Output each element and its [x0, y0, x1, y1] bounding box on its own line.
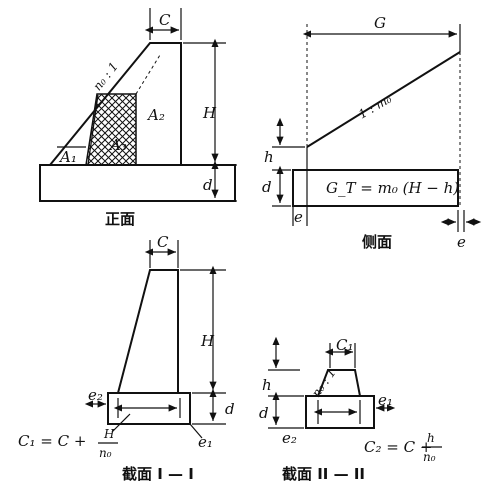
- side-view: G 1 : m₀ h d e e G_T = m₀ (H − h) 侧面: [262, 14, 482, 251]
- section2-view: C₁ n₀ : 1 h d e₁ e₂ C₂ = C + h n₀ 截面 II …: [259, 336, 442, 483]
- side-base: [292, 169, 459, 207]
- front-h-label: H: [202, 104, 217, 122]
- front-view: C H d n₀ : 1 A₁ A₂ A₃ 正面: [39, 8, 237, 228]
- front-a1-label: A₁: [58, 148, 77, 166]
- side-formula: G_T = m₀ (H − h): [326, 179, 459, 197]
- section1-body: [117, 269, 179, 394]
- section2-c1-label: C₁: [336, 336, 354, 354]
- side-e-right-label: e: [457, 233, 466, 251]
- section2-formula-lhs: C₂ = C +: [364, 438, 432, 456]
- section1-view: C H d e₂ e₁ C₁ = C + H n₀ 截面 I — I: [18, 233, 235, 483]
- front-slope-label: n₀ : 1: [90, 60, 121, 94]
- section2-d-label: d: [259, 404, 269, 422]
- section2-e2-label: e₂: [282, 429, 297, 447]
- section1-formula-leader: [111, 413, 131, 433]
- front-a2-label: A₂: [146, 106, 165, 124]
- section1-formula-num: H: [103, 427, 115, 441]
- section1-base: [107, 392, 191, 425]
- section2-caption: 截面 II — II: [282, 465, 365, 483]
- front-c-label: C: [159, 11, 171, 29]
- section1-h-label: H: [200, 332, 215, 350]
- section2-formula-den: n₀: [423, 450, 436, 464]
- front-dashed-line: [135, 54, 161, 95]
- side-e-left-label: e: [294, 208, 303, 226]
- side-slope-label: 1 : m₀: [356, 92, 394, 122]
- front-d-label: d: [203, 176, 213, 194]
- section2-h-label: h: [262, 376, 272, 394]
- side-h-label: h: [264, 148, 274, 166]
- section2-e1-label: e₁: [378, 391, 393, 409]
- section1-e2-label: e₂: [88, 386, 103, 404]
- section1-formula-lhs: C₁ = C +: [18, 432, 86, 450]
- side-caption: 侧面: [362, 233, 392, 251]
- side-slope-line: [306, 51, 461, 148]
- section1-e1-leader: [189, 423, 203, 439]
- front-caption: 正面: [105, 210, 135, 228]
- section1-formula-den: n₀: [99, 446, 112, 460]
- front-hatched-area: [85, 93, 137, 166]
- section1-e1-label: e₁: [198, 433, 213, 451]
- section2-slope-label: n₀ : 1: [309, 366, 339, 400]
- side-g-label: G: [374, 14, 386, 32]
- section1-d-label: d: [225, 400, 235, 418]
- front-base: [39, 164, 236, 202]
- section2-base: [305, 395, 375, 429]
- section2-formula-num: h: [427, 431, 435, 445]
- front-a3-label: A₃: [108, 136, 127, 154]
- section1-caption: 截面 I — I: [122, 465, 194, 483]
- side-d-label: d: [262, 178, 272, 196]
- section2-body: [317, 369, 361, 397]
- section1-c-label: C: [157, 233, 169, 251]
